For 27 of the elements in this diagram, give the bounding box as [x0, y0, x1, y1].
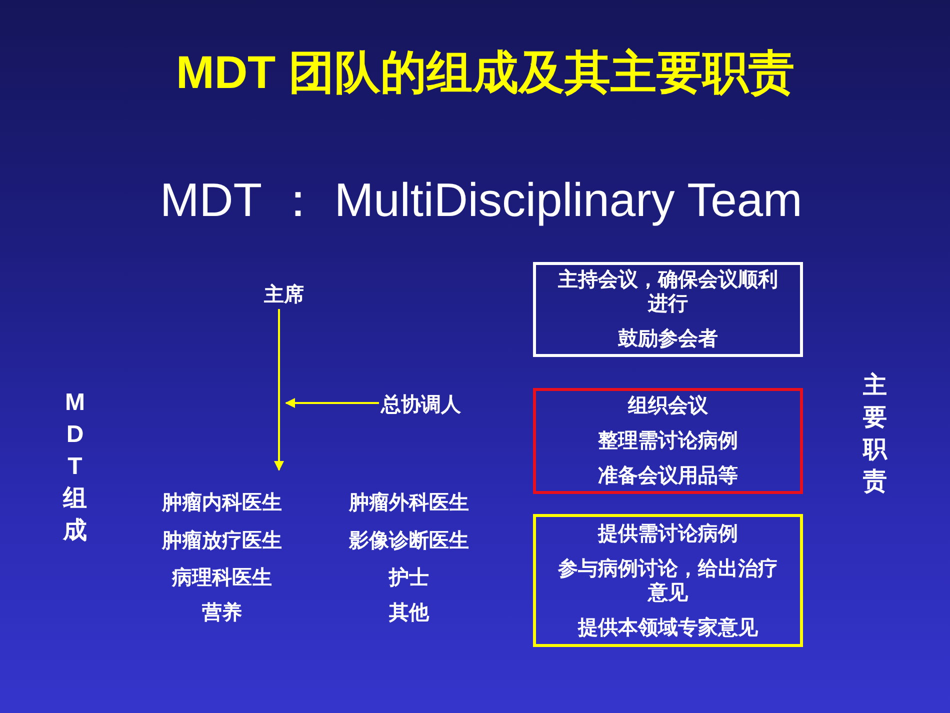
- duty-box: [533, 388, 803, 494]
- title: MDT 团队的组成及其主要职责: [176, 46, 794, 98]
- duty-text: 整理需讨论病例: [597, 429, 739, 453]
- arrow: [285, 398, 379, 408]
- vertical-heading: 主要职责: [862, 371, 888, 497]
- duty-text: 参与病例讨论，给出治疗意见: [556, 556, 779, 604]
- member-text: 肿瘤内科医生: [162, 491, 282, 515]
- member-text: 肿瘤外科医生: [349, 491, 469, 515]
- arrow: [274, 309, 284, 471]
- duty-text: 准备会议用品等: [597, 464, 739, 488]
- member-text: 病理科医生: [172, 566, 272, 590]
- duty-text: 鼓励参会者: [616, 327, 719, 351]
- duty-box: [533, 262, 803, 357]
- member-text: 其他: [389, 601, 429, 625]
- duty-text: 组织会议: [626, 394, 709, 418]
- vertical-heading: MDT组成: [62, 388, 88, 546]
- duty-text: 主持会议，确保会议顺利进行: [557, 268, 779, 316]
- role-text: 总协调人: [381, 393, 461, 417]
- duty-text: 提供需讨论病例: [596, 522, 739, 546]
- member-text: 肿瘤放疗医生: [162, 529, 282, 553]
- duty-box: [533, 514, 803, 647]
- role-text: 主席: [264, 283, 304, 307]
- member-text: 影像诊断医生: [349, 529, 469, 553]
- member-text: 营养: [202, 601, 242, 625]
- member-text: 护士: [389, 566, 429, 590]
- subtitle: MDT ： MultiDisciplinary Team: [160, 173, 802, 228]
- duty-text: 提供本领域专家意见: [576, 616, 759, 640]
